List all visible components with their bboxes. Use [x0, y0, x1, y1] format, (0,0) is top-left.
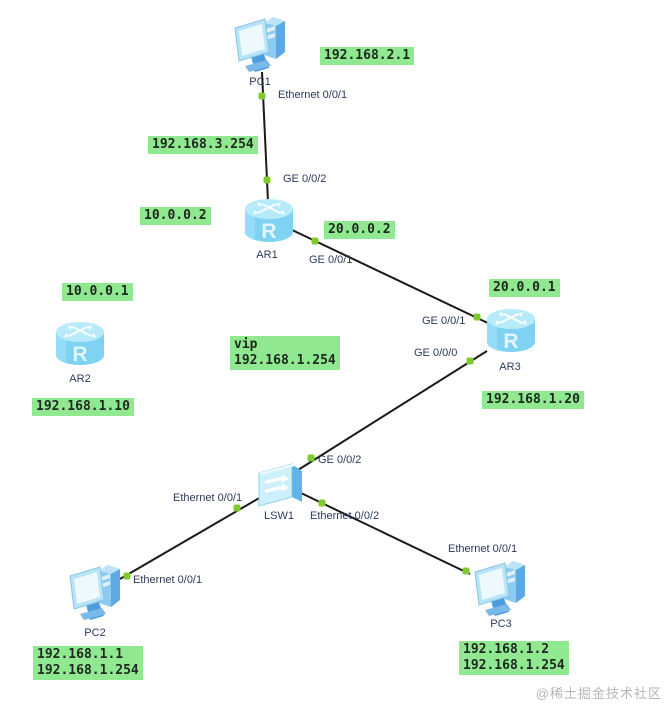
port-label: Ethernet 0/0/1 [448, 543, 518, 555]
link-line [289, 228, 493, 326]
port-dot [462, 567, 470, 575]
device-label-ar3: AR3 [499, 361, 521, 373]
port-label: Ethernet 0/0/1 [173, 492, 243, 504]
port-label: Ethernet 0/0/1 [133, 574, 203, 586]
router-icon: R [56, 322, 104, 366]
port-dot [311, 237, 319, 245]
ip-note-line: 10.0.0.2 [144, 208, 207, 223]
ip-note-line: 192.168.1.254 [37, 663, 139, 678]
port-dot [307, 454, 315, 462]
port-label: GE 0/0/0 [414, 347, 458, 359]
device-lsw1[interactable] [252, 460, 306, 508]
device-label-pc3: PC3 [490, 618, 512, 630]
device-label-lsw1: LSW1 [264, 510, 294, 522]
port-dot [123, 572, 131, 580]
port-dot [258, 92, 266, 100]
router-icon: R [245, 199, 293, 243]
ip-note-line: 192.168.1.254 [463, 658, 565, 673]
device-pc1[interactable] [231, 14, 289, 76]
device-pc3[interactable] [471, 558, 529, 620]
svg-text:R: R [503, 330, 518, 353]
ip-note: 10.0.0.1 [62, 283, 133, 301]
ip-note-line: 20.0.0.1 [493, 280, 556, 295]
device-label-ar2: AR2 [69, 373, 91, 385]
port-dot [318, 499, 326, 507]
device-ar2[interactable]: R [54, 319, 106, 369]
ip-note-line: 192.168.1.10 [36, 399, 130, 414]
link-line [300, 492, 471, 575]
ip-note-line: vip [234, 337, 258, 352]
port-dot [233, 504, 241, 512]
ip-note-line: 192.168.1.20 [486, 392, 580, 407]
ip-note: 192.168.2.1 [320, 47, 415, 65]
router-icon: R [487, 309, 535, 353]
svg-text:R: R [261, 220, 276, 243]
port-dot [473, 313, 481, 321]
ip-note-line: 20.0.0.2 [328, 222, 391, 237]
switch-icon [258, 463, 302, 507]
ip-note-line: 10.0.0.1 [66, 284, 129, 299]
port-dot [263, 176, 271, 184]
port-label: GE 0/0/1 [309, 254, 353, 266]
device-label-ar1: AR1 [256, 249, 278, 261]
ip-note: 20.0.0.2 [324, 221, 395, 239]
ip-note-line: 192.168.1.1 [37, 647, 124, 662]
device-label-pc1: PC1 [249, 76, 271, 88]
device-pc2[interactable] [66, 562, 124, 624]
port-label: Ethernet 0/0/1 [278, 89, 348, 101]
port-label: Ethernet 0/0/2 [310, 510, 380, 522]
ip-note: 10.0.0.2 [140, 207, 211, 225]
ip-note-line: 192.168.2.1 [324, 48, 411, 63]
ip-note: 192.168.3.254 [148, 136, 258, 154]
port-label: GE 0/0/1 [422, 315, 466, 327]
ip-note: 192.168.1.10 [32, 398, 134, 416]
device-label-pc2: PC2 [84, 627, 106, 639]
pc-icon [69, 565, 120, 620]
port-label: GE 0/0/2 [283, 173, 327, 185]
device-ar3[interactable]: R [485, 306, 537, 356]
port-dot [466, 357, 474, 365]
ip-note: 20.0.0.1 [489, 279, 560, 297]
ip-note: 192.168.1.20 [482, 391, 584, 409]
pc-icon [474, 561, 525, 616]
device-ar1[interactable]: R [243, 196, 295, 246]
link-line [297, 350, 488, 471]
svg-text:R: R [72, 343, 87, 366]
ip-note-line: 192.168.1.2 [463, 642, 550, 657]
pc-icon [234, 17, 285, 72]
watermark: @稀土掘金技术社区 [535, 686, 662, 701]
ip-note-line: 192.168.1.254 [234, 353, 336, 368]
port-label: GE 0/0/2 [318, 454, 362, 466]
ip-note-line: 192.168.3.254 [152, 137, 254, 152]
